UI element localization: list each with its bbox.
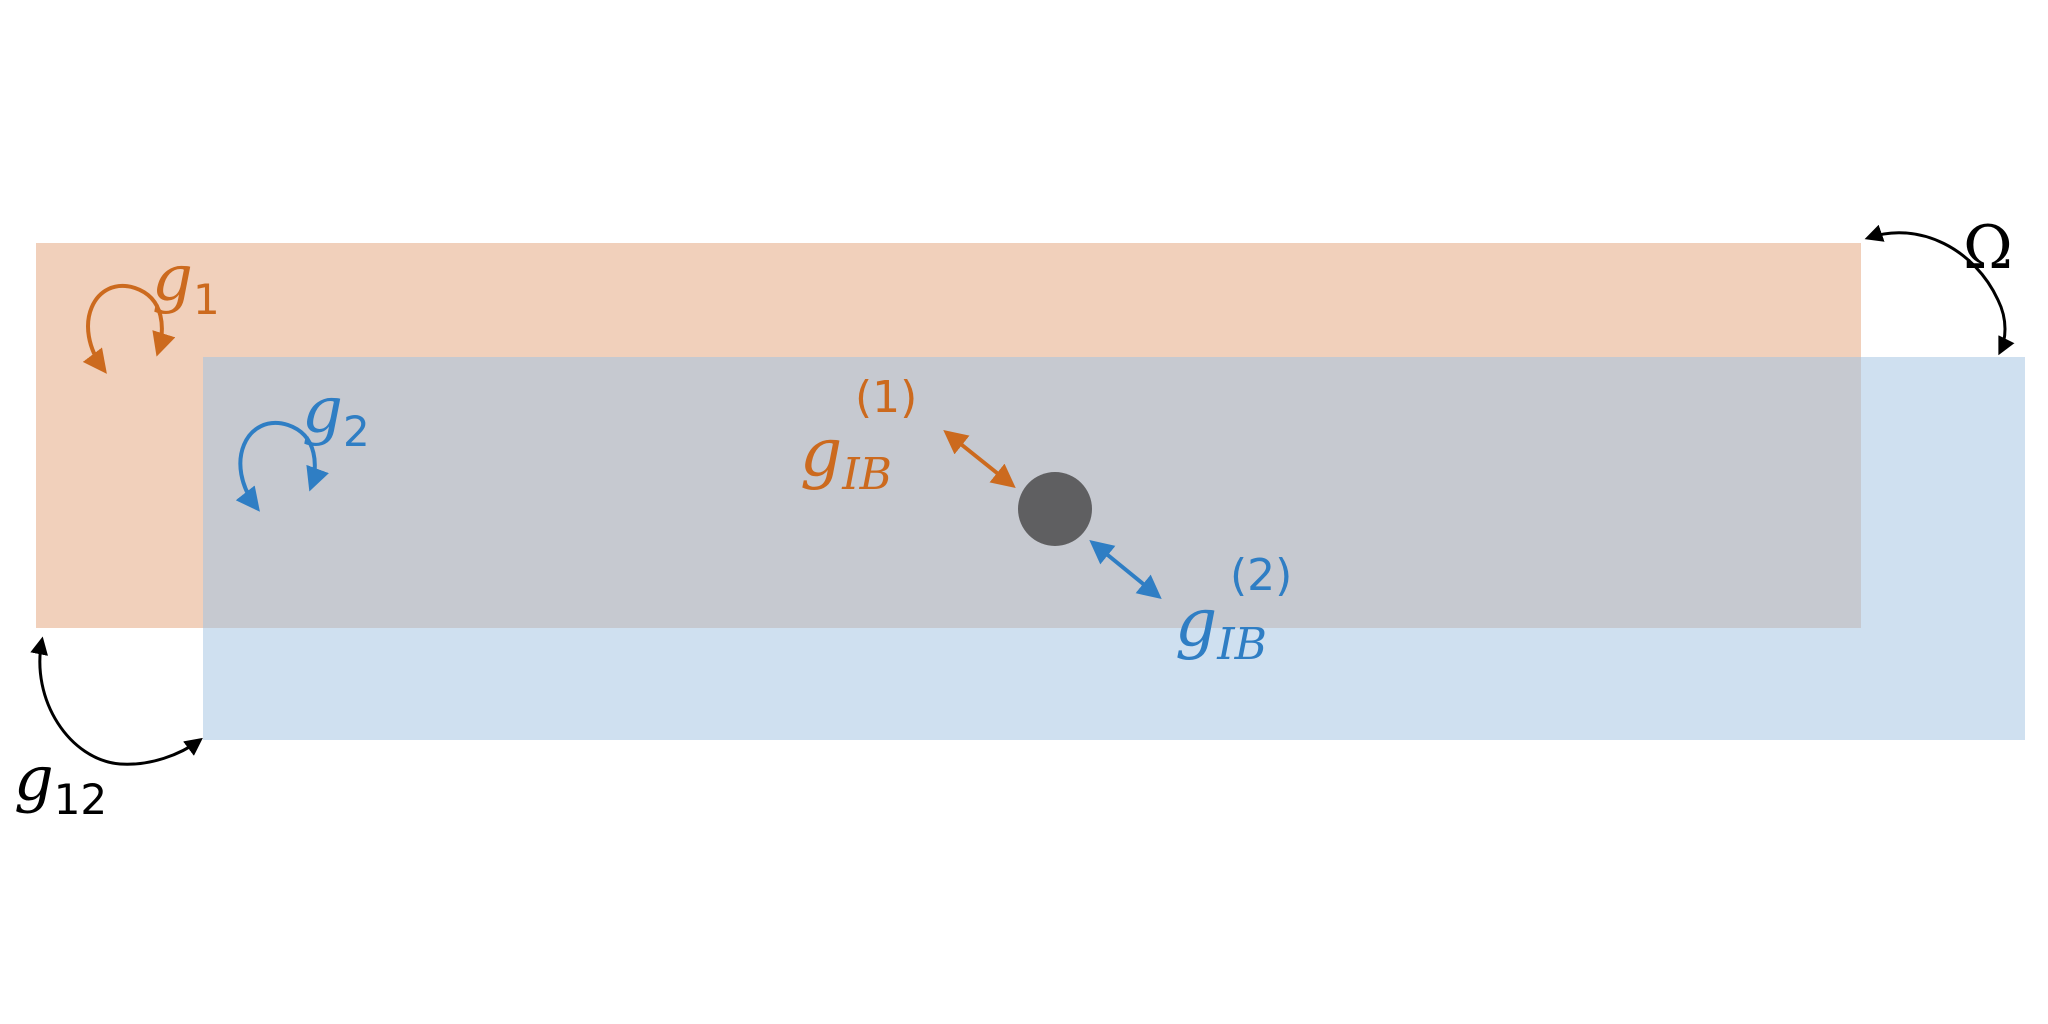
g2-label: g2 [302, 374, 370, 456]
intra-1-icon [82, 284, 176, 374]
gIB1-label: gIB [800, 414, 892, 500]
intra-2-icon [235, 421, 329, 512]
g12-arrow [30, 636, 203, 766]
impurity-coupling-1-arrow [943, 430, 1016, 488]
omega-label: Ω [1963, 213, 2013, 283]
gIB2-superscript: (2) [1230, 550, 1292, 601]
impurity-coupling-2-arrow [1089, 539, 1162, 600]
g1-label: g1 [152, 242, 220, 324]
omega-arrow [1864, 224, 2015, 356]
gIB2-label: gIB [1175, 584, 1267, 670]
gIB1-superscript: (1) [855, 372, 917, 423]
impurity-icon [1018, 472, 1092, 546]
g12-label: g12 [14, 742, 107, 824]
